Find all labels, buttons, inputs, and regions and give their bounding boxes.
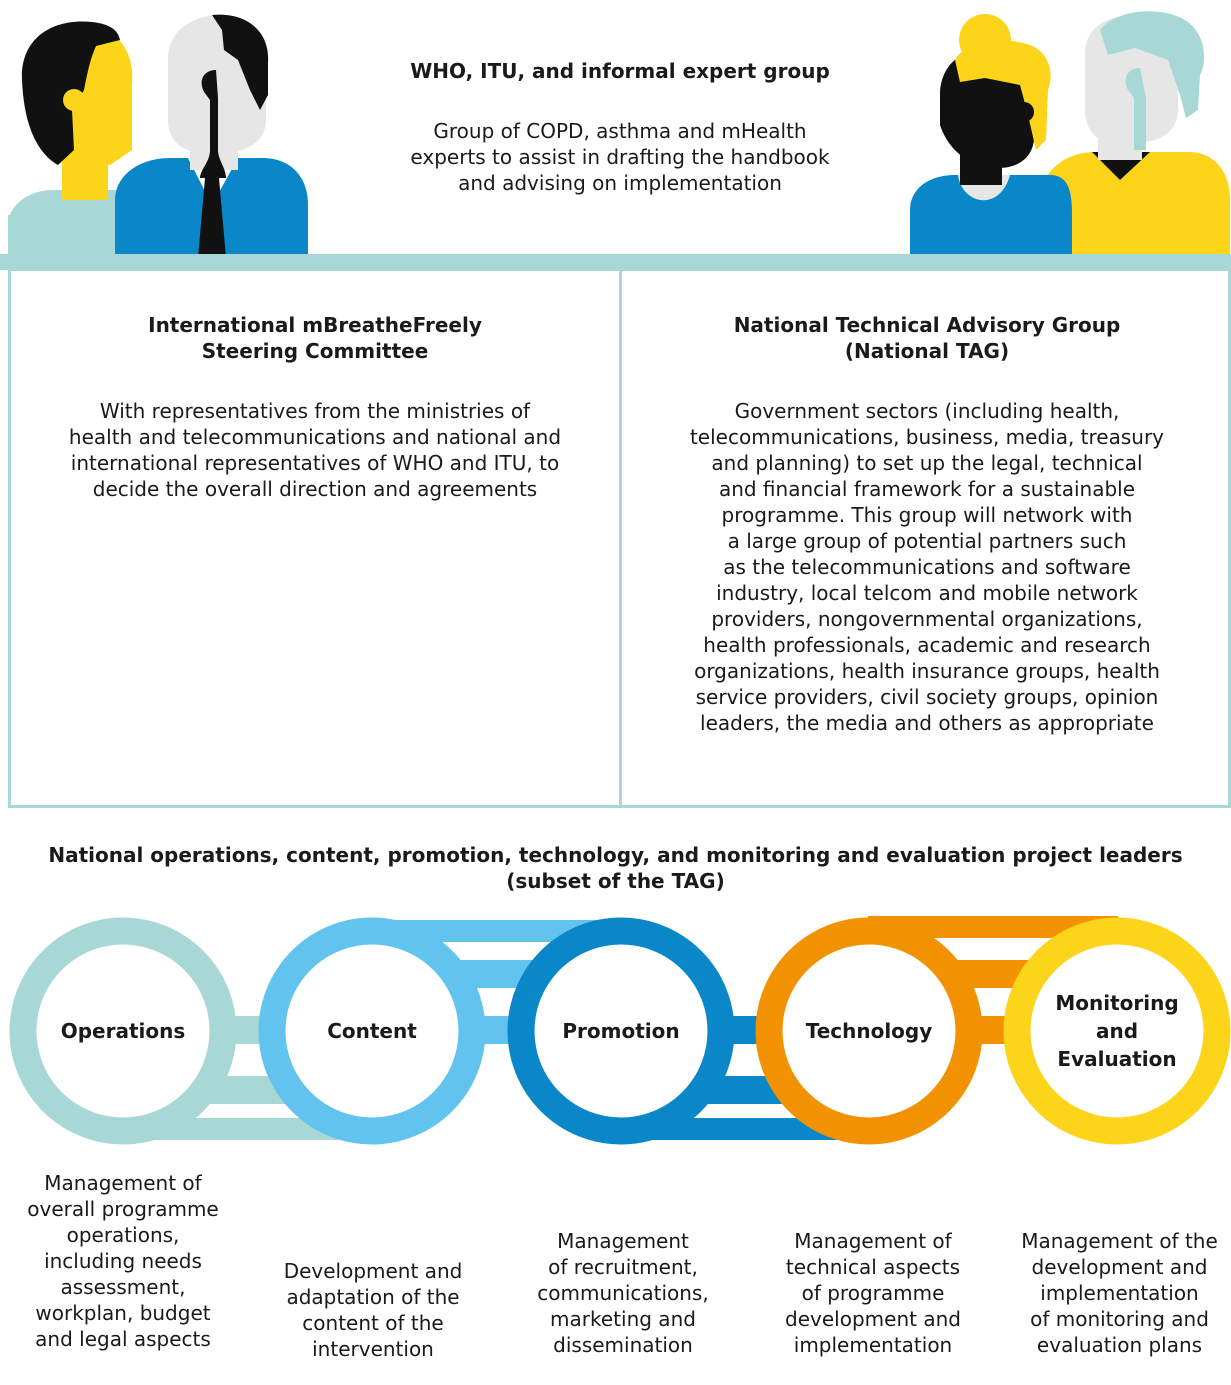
ring-operations — [9, 917, 237, 1145]
label-monitoring-evaluation: Monitoring and Evaluation — [1055, 991, 1179, 1071]
label-technology: Technology — [805, 1019, 933, 1043]
national-tag-description: Government sectors (including health, te… — [689, 399, 1165, 735]
description-operations: Management of overall programme operatio… — [27, 1171, 219, 1351]
expert-group-title: WHO, ITU, and informal expert group — [410, 59, 830, 83]
man-figure-right — [1040, 11, 1230, 258]
steering-committee-title: International mBreatheFreely Steering Co… — [148, 313, 482, 363]
ring-promotion — [507, 917, 735, 1145]
woman-figure-right — [910, 14, 1072, 258]
national-tag-panel — [619, 268, 1231, 808]
expert-group-bar — [0, 254, 1231, 270]
right-people-illustration — [910, 11, 1230, 258]
description-content: Development and adaptation of the conten… — [283, 1259, 463, 1361]
description-technology: Management of technical aspects of progr… — [785, 1229, 961, 1357]
national-tag-title: National Technical Advisory Group (Natio… — [733, 313, 1121, 363]
description-promotion: Management of recruitment, communication… — [537, 1229, 709, 1357]
man-figure-left — [115, 14, 308, 258]
steering-committee-description: With representatives from the ministries… — [68, 399, 562, 501]
ring-monitoring-evaluation — [1003, 917, 1231, 1145]
ring-content — [258, 917, 486, 1145]
label-operations: Operations — [60, 1019, 186, 1043]
left-people-illustration — [8, 14, 308, 260]
ring-technology — [755, 917, 983, 1145]
expert-group-description: Group of COPD, asthma and mHealth expert… — [410, 119, 830, 195]
label-promotion: Promotion — [562, 1019, 680, 1043]
description-monitoring-evaluation: Management of the development and implem… — [1021, 1229, 1218, 1357]
project-leaders-title: National operations, content, promotion,… — [48, 843, 1183, 893]
project-leaders-chain — [9, 916, 1231, 1145]
label-content: Content — [327, 1019, 417, 1043]
